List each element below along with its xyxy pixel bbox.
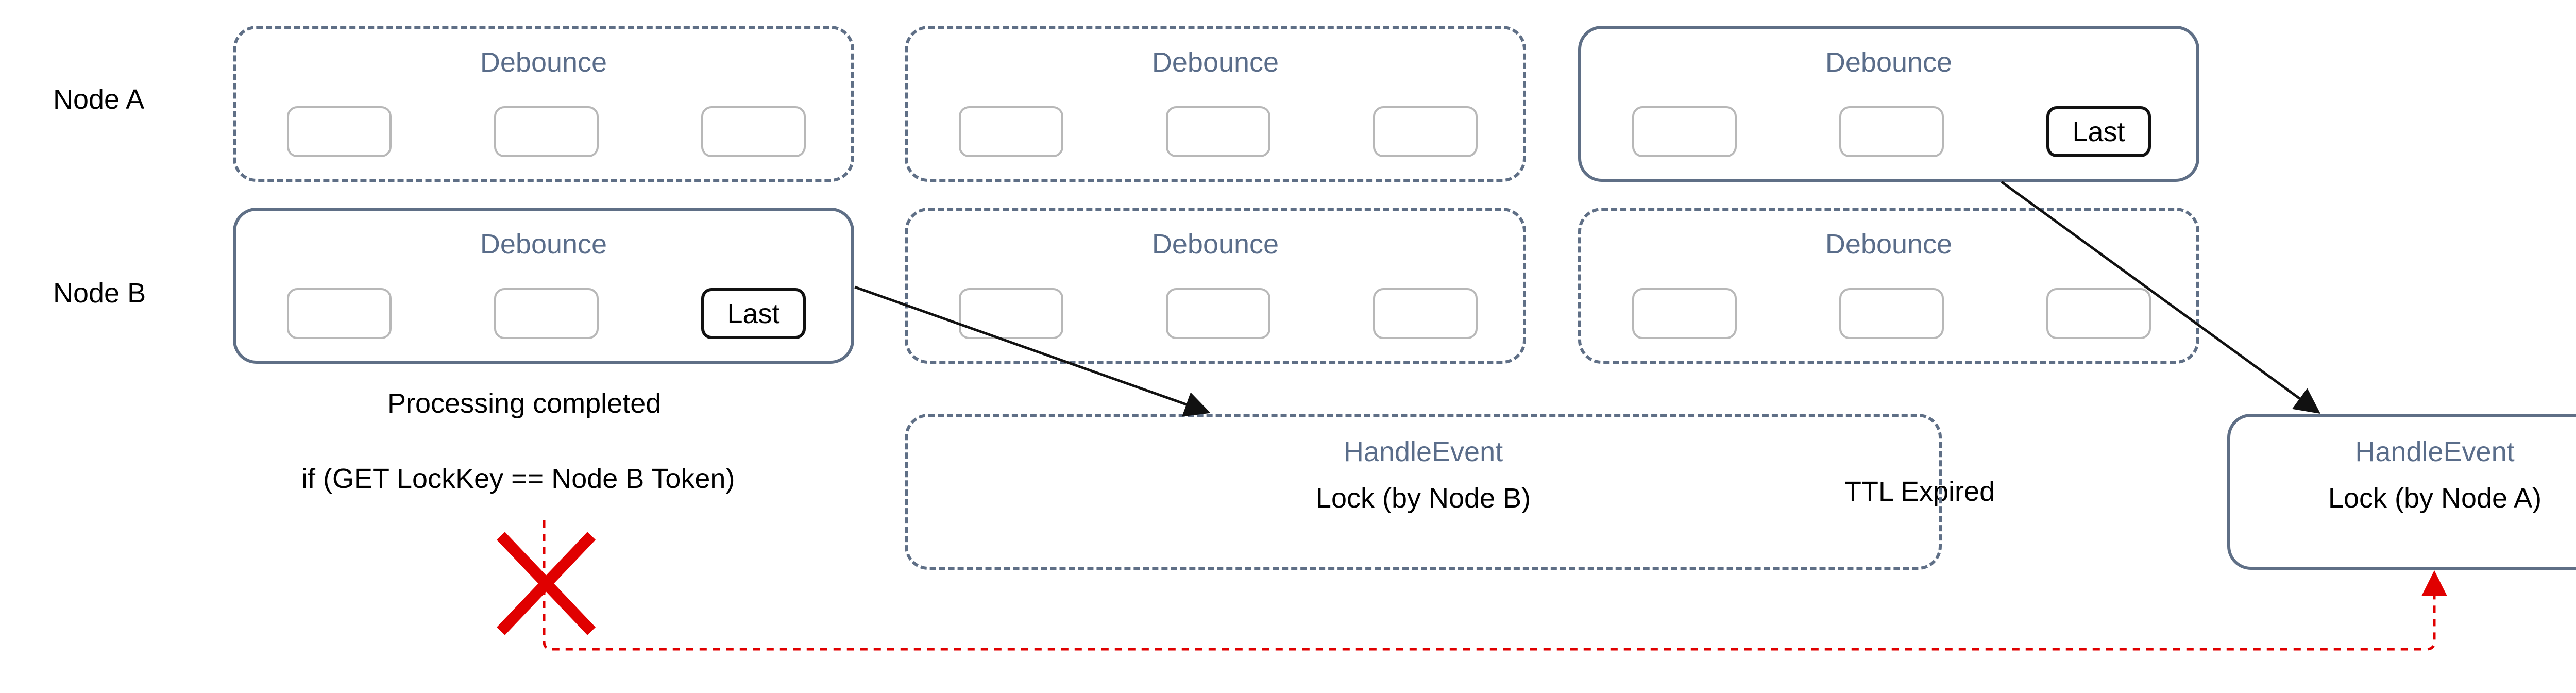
debounce-slot [1632,288,1737,339]
debounce-slot [2046,288,2151,339]
debounce-slot [1373,288,1478,339]
debounce-title: Debounce [1825,229,1953,260]
lock-by-node-b: Lock (by Node B) [1315,483,1531,514]
processing-completed-label: Processing completed [387,388,662,419]
node-b-debounce-group-1: Debounce Last [233,208,854,364]
debounce-slot [287,106,392,157]
debounce-slot [1373,106,1478,157]
red-x-icon [497,532,596,635]
debounce-title: Debounce [1151,47,1279,78]
node-a-debounce-group-3: Debounce Last [1578,26,2199,182]
ttl-expired-label: TTL Expired [1844,476,1995,507]
debounce-title: Debounce [480,229,607,260]
debounce-slot [1166,288,1270,339]
debounce-slot [1839,288,1944,339]
debounce-slot [1839,106,1944,157]
arrow-node-a-last-to-handle-event [2001,180,2321,414]
debounce-slot [701,106,806,157]
debounce-slot [494,106,599,157]
node-a-debounce-group-1: Debounce [233,26,854,182]
handle-event-node-a: HandleEvent Lock (by Node A) [2227,414,2576,570]
debounce-title: Debounce [1825,47,1953,78]
node-b-debounce-group-2: Debounce [905,208,1526,364]
handle-event-title: HandleEvent [1343,436,1503,467]
handle-event-title: HandleEvent [2355,436,2515,467]
debounce-title: Debounce [480,47,607,78]
last-event-slot: Last [2046,106,2151,157]
lock-by-node-a: Lock (by Node A) [2328,483,2542,514]
handle-event-node-b: HandleEvent Lock (by Node B) [905,414,1942,570]
failed-unlock-path [543,520,2447,651]
row-label-node-b: Node B [53,278,146,309]
lock-check-condition: if (GET LockKey == Node B Token) [301,463,735,494]
debounce-slot [959,106,1063,157]
debounce-title: Debounce [1151,229,1279,260]
node-b-debounce-group-3: Debounce [1578,208,2199,364]
arrow-node-b-last-to-handle-event [854,285,1211,417]
last-event-slot: Last [701,288,806,339]
node-a-debounce-group-2: Debounce [905,26,1526,182]
debounce-slot [494,288,599,339]
debounce-slot [1632,106,1737,157]
row-label-node-a: Node A [53,84,145,115]
debounce-slot [1166,106,1270,157]
debounce-slot [287,288,392,339]
